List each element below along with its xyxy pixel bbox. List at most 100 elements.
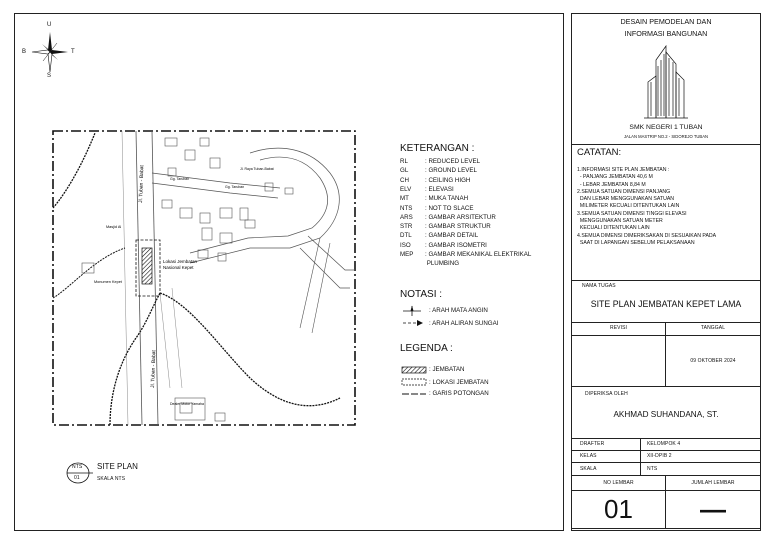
drafter-value: KELOMPOK 4: [647, 441, 681, 447]
keterangan-key: MT: [400, 195, 409, 203]
compass-north: U: [47, 22, 52, 28]
nama-tugas: SITE PLAN JEMBATAN KEPET LAMA: [590, 299, 742, 309]
bridge-legend-icon: [401, 366, 427, 374]
catatan-line: 1.INFORMASI SITE PLAN JEMBATAN :: [577, 167, 670, 173]
catatan-line: MENGGUNAKAN SATUAN METER: [577, 218, 663, 225]
keterangan-value: : REDUCED LEVEL: [425, 158, 481, 165]
keterangan-value: : GAMBAR DETAIL: [425, 232, 479, 240]
catatan-line: - LEBAR JEMBATAN 8,84 M: [577, 181, 646, 188]
road-label-bottom: Jl. Tuban - Babat: [150, 349, 157, 388]
keterangan-value: : GAMBAR ISOMETRI: [425, 241, 487, 249]
compass-south: S: [47, 73, 52, 79]
legenda-bridge: : JEMBATAN: [429, 366, 465, 373]
catatan-line: MILIMETER KECUALI DITENTUKAN LAIN: [577, 203, 680, 210]
diperiksa-label: DIPERIKSA OLEH: [585, 391, 628, 397]
no-lembar-label: NO LEMBAR: [603, 480, 634, 486]
catatan-line: DAN LEBAR MENGGUNAKAN SATUAN: [577, 196, 675, 203]
school-name: SMK NEGERI 1 TUBAN: [629, 124, 703, 131]
drawing-frame: [14, 13, 564, 531]
catatan-line: SAAT DI LAPANGAN SEBELUM PELAKSANAAN: [577, 239, 695, 246]
keterangan-item: NTS : NOT TO SLACE: [400, 205, 473, 212]
catatan-line: 4.SEMUA DIMENSI DIMERIKSAKAN DI SESUAIKA…: [577, 232, 717, 239]
street-label-1: Gg. Taruban: [170, 177, 189, 181]
jumlah-lembar-label: JUMLAH LEMBAR: [691, 480, 735, 486]
no-lembar-value: 01: [604, 494, 633, 524]
keterangan-item: GL : GROUND LEVEL: [400, 167, 477, 174]
tanggal-label: TANGGAL: [700, 325, 726, 331]
kelas-value: XII-DPIB 2: [647, 453, 672, 459]
notasi-title: NOTASI :: [400, 289, 443, 300]
river-flow-icon: [403, 320, 423, 326]
keterangan-value: : GAMBAR STRUKTUR: [425, 223, 491, 231]
street-label-2: Gg. Taruban: [225, 185, 244, 189]
site-label-2: Nasional Kepet: [163, 265, 194, 270]
mosque-label: Masjid Al: [106, 225, 121, 229]
catatan-line: KECUALI DITENTUKAN LAIN: [577, 225, 650, 232]
compass-east: T: [71, 49, 75, 55]
keterangan-value: PLUMBING: [425, 260, 460, 268]
keterangan-key: RL: [400, 158, 408, 165]
keterangan-value: : MUKA TANAH: [425, 195, 469, 203]
location-legend-icon: [401, 378, 427, 386]
school-address: JALAN MASTRIP NO.2 - SIDOREJO TUBAN: [623, 134, 709, 139]
catatan-title: CATATAN:: [577, 147, 622, 158]
monument-label: Monumen Kepet: [94, 280, 123, 284]
kelas-label: KELAS: [580, 453, 597, 459]
jumlah-lembar-value: —: [700, 494, 726, 524]
keterangan-key: ARS: [400, 213, 413, 221]
legenda-location: : LOKASI JEMBATAN: [429, 379, 489, 386]
keterangan-item: MT : MUKA TANAH: [400, 195, 468, 202]
keterangan-item: ARS : GAMBAR ARSITEKTUR: [400, 214, 496, 221]
keterangan-item: STR : GAMBAR STRUKTUR: [400, 223, 491, 230]
cut-line-legend-icon: [402, 393, 426, 395]
legenda-cut: : GARIS POTONGAN: [429, 390, 489, 397]
legenda-title: LEGENDA :: [400, 343, 453, 354]
keterangan-key: ISO: [400, 241, 411, 249]
keterangan-title: KETERANGAN :: [400, 143, 475, 154]
skala-value: NTS: [647, 466, 658, 472]
keterangan-item: MEP : GAMBAR MEKANIKAL ELEKTRIKAL: [400, 251, 531, 258]
keterangan-key: GL: [400, 167, 409, 175]
catatan-list: 1.INFORMASI SITE PLAN JEMBATAN : - PANJA…: [577, 167, 757, 247]
bottom-label: Dealer Motor Yamaha: [170, 402, 204, 406]
keterangan-value: : NOT TO SLACE: [425, 204, 474, 212]
keterangan-item: ELV: ELEVASI: [400, 186, 454, 193]
notasi-river: : ARAH ALIRAN SUNGAI: [429, 320, 499, 327]
compass-icon: [31, 32, 68, 73]
tag-bottom: 01: [74, 475, 80, 481]
notasi-wind: : ARAH MATA ANGIN: [429, 307, 488, 314]
keterangan-item: CH: CEILING HIGH: [400, 177, 470, 184]
skala-label: SKALA: [580, 466, 597, 472]
keterangan-key: DTL: [400, 232, 412, 240]
tag-top: NTS: [72, 464, 83, 470]
keterangan-value: : ELEVASI: [425, 185, 454, 193]
keterangan-value: : GAMBAR ARSITEKTUR: [425, 213, 496, 221]
keterangan-value: : CEILING HIGH: [425, 176, 471, 184]
catatan-line: - PANJANG JEMBATAN 40,6 M: [577, 174, 653, 181]
skala-value-cell: [640, 462, 761, 476]
compass-west: B: [22, 49, 27, 55]
drafter-label: DRAFTER: [580, 441, 605, 447]
street-label-3: Jl. Raya Tuban-Babat: [240, 167, 274, 171]
keterangan-value: : GROUND LEVEL: [425, 167, 477, 175]
header-line-2: INFORMASI BANGUNAN: [624, 29, 708, 38]
road-label-top: Jl. Tuban - Babat: [138, 164, 145, 203]
header-line-1: DESAIN PEMODELAN DAN: [620, 17, 712, 26]
keterangan-key: MEP: [400, 251, 414, 258]
site-map: Jl. Tuban - Babat Jl. Tuban - Babat Loka…: [52, 130, 356, 426]
keterangan-key: STR: [400, 223, 413, 231]
caption-subtitle: SKALA NTS: [97, 476, 126, 482]
keterangan-item: ISO : GAMBAR ISOMETRI: [400, 242, 487, 249]
jumlah-lembar-cell: [665, 490, 761, 529]
tanggal-value: 09 OKTOBER 2024: [690, 358, 736, 364]
wind-direction-icon: [403, 305, 421, 316]
site-label-1: Lokasi Jembatan: [163, 259, 198, 264]
revisi-cell: [571, 335, 666, 387]
building-logo-icon: [644, 44, 688, 119]
catatan-line: 2.SEMUA SATUAN DIMENSI PANJANG: [577, 188, 671, 195]
drawing-tag-icon: [66, 462, 93, 484]
revisi-label: REVISI: [610, 325, 627, 331]
keterangan-value: : GAMBAR MEKANIKAL ELEKTRIKAL: [425, 251, 532, 258]
keterangan-key: NTS: [400, 204, 413, 212]
diperiksa-value: AKHMAD SUHANDANA, ST.: [613, 410, 719, 419]
